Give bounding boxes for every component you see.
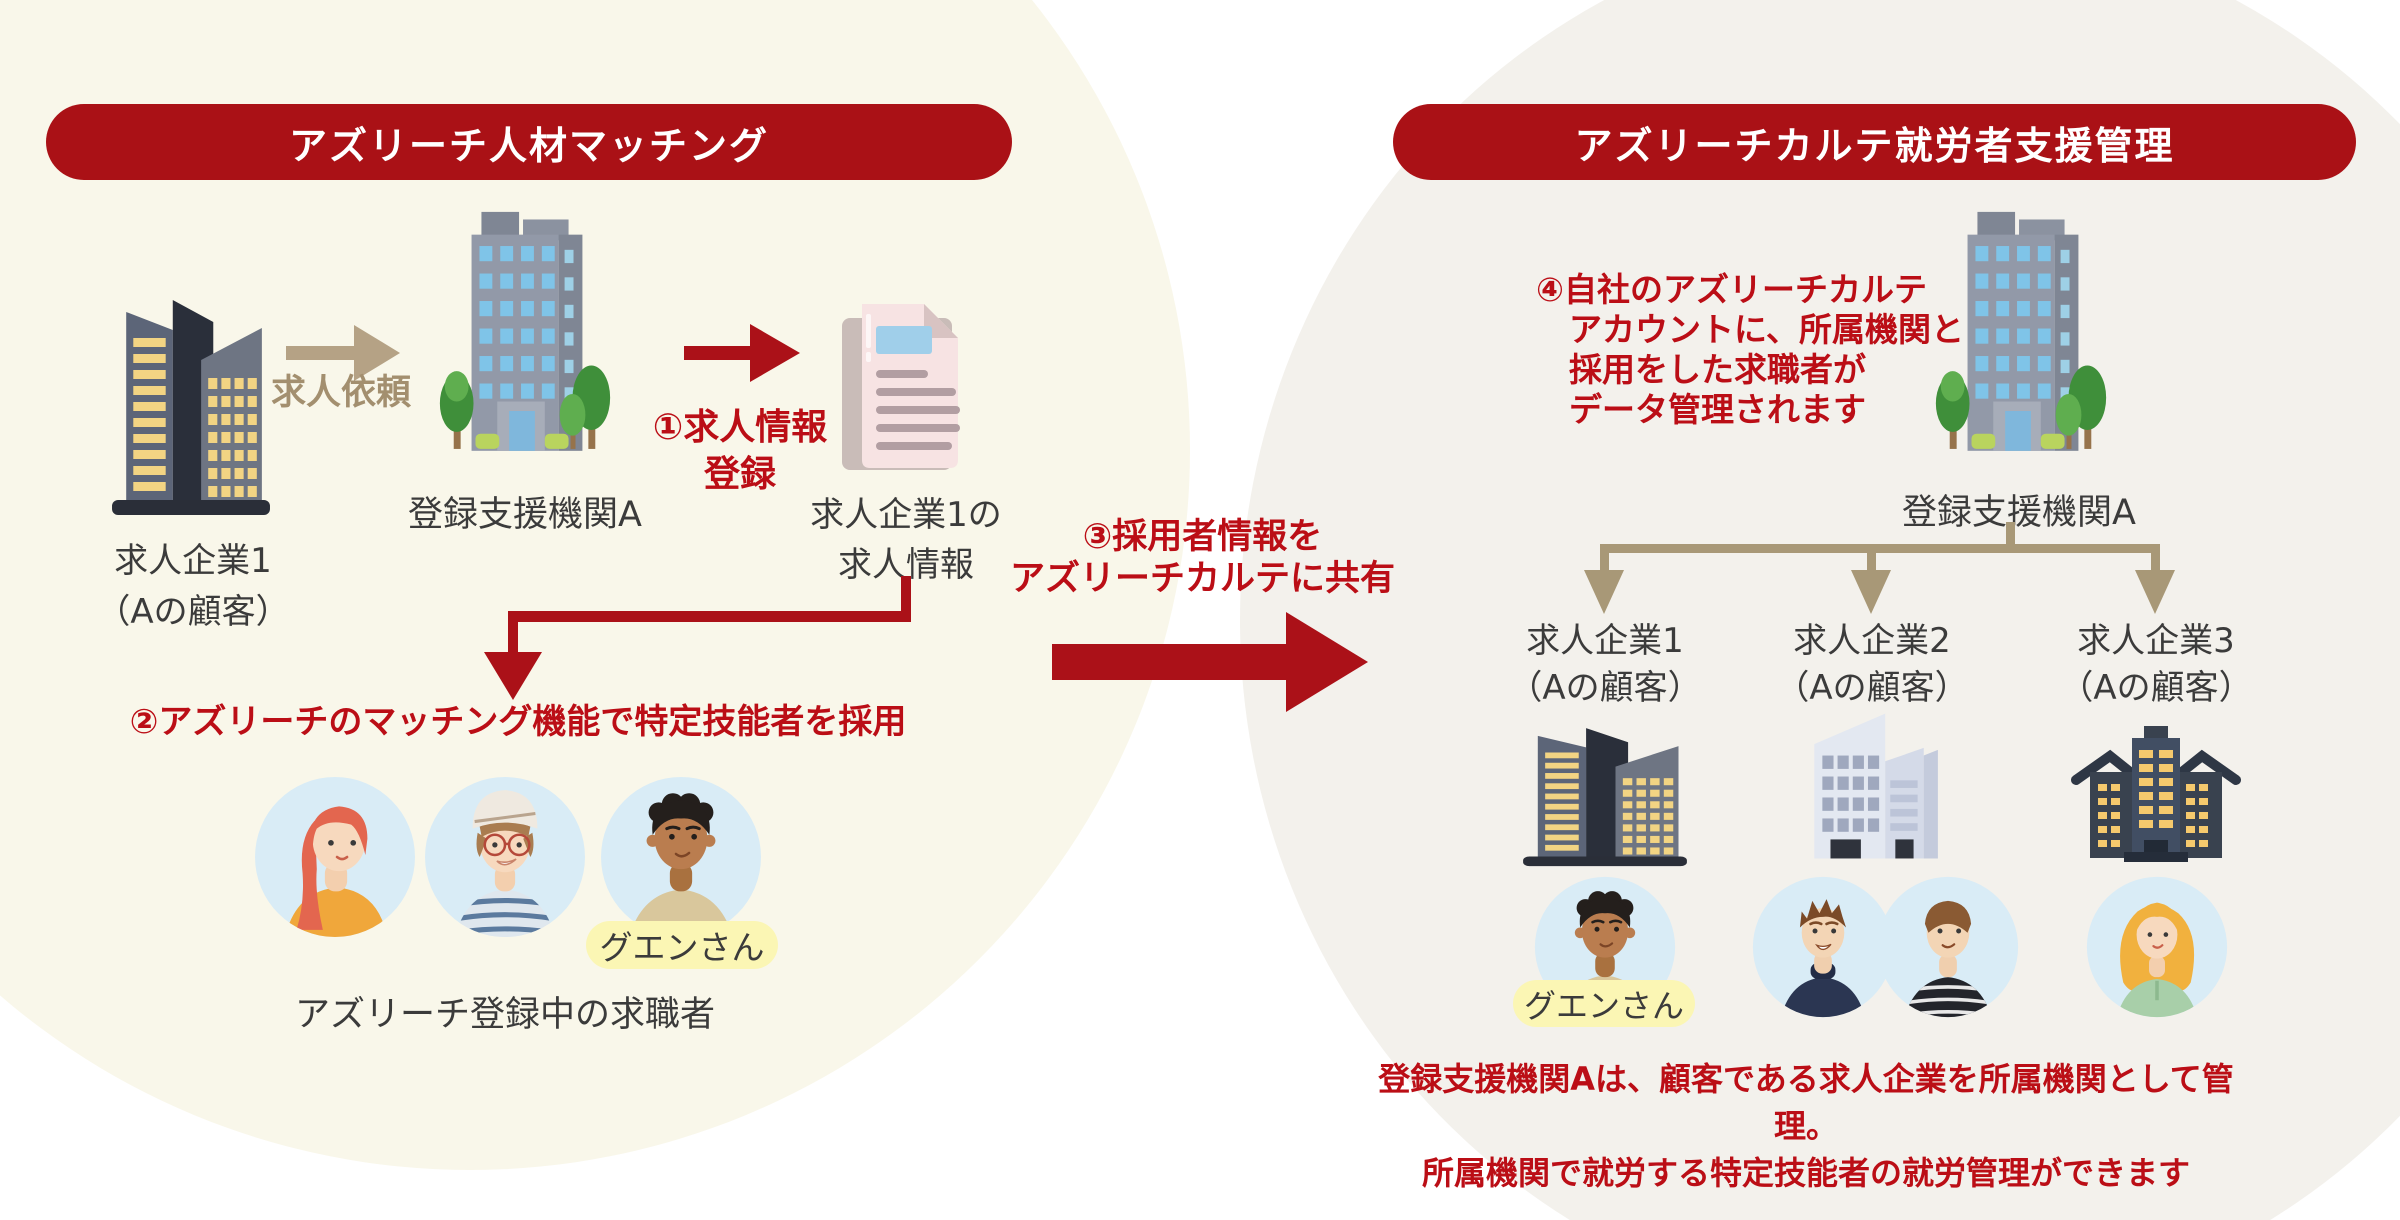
- avatar-man-spiky-icon: [1752, 876, 1894, 1018]
- step3-line1: ③採用者情報を: [1082, 517, 1323, 557]
- agency-label-right: 登録支援機関A: [1902, 493, 2136, 533]
- document-label-line1: 求人企業1の: [810, 495, 1002, 535]
- step2-connector-vertical-right: [901, 576, 911, 618]
- share-arrow-shaft: [1052, 644, 1286, 680]
- left-banner-title: アズリーチ人材マッチング: [288, 123, 769, 168]
- nguyen-badge-left: グエンさん: [586, 921, 778, 969]
- share-arrow-head: [1286, 612, 1368, 712]
- company1-building-icon-right: [1521, 714, 1689, 868]
- agency-building-icon-left: [426, 210, 624, 466]
- step4-label: ④自社のアズリーチカルテ アカウントに、所属機関と 採用をした求職者が データ管…: [1536, 270, 1966, 430]
- request-arrow-shaft: [286, 346, 354, 360]
- agency-label-left: 登録支援機関A: [408, 495, 642, 535]
- document-icon: [842, 304, 960, 470]
- step2-down-arrow-head: [484, 652, 542, 700]
- step4-line1: ④自社のアズリーチカルテ: [1536, 270, 1927, 309]
- org-tree-drop-2: [1867, 551, 1876, 572]
- footer-line2: 所属機関で就労する特定技能者の就労管理ができます: [1421, 1154, 2190, 1192]
- footer-line1: 登録支援機関Aは、顧客である求人企業を所属機関として管理。: [1378, 1060, 2234, 1145]
- nguyen-badge-right-text: グエンさん: [1523, 986, 1684, 1025]
- company3-name: 求人企業3: [2077, 621, 2235, 661]
- avatar-man-hat-icon: [424, 776, 586, 938]
- request-arrow-label: 求人依頼: [270, 373, 411, 413]
- step1-label: ①求人情報 登録: [628, 404, 852, 498]
- avatar-woman-blonde-icon: [2086, 876, 2228, 1018]
- company3-sub: （Aの顧客）: [2059, 668, 2253, 708]
- step2-connector-vertical-left: [508, 611, 518, 655]
- step1-line1: ①求人情報: [652, 407, 828, 448]
- step2-connector-horizontal: [508, 611, 911, 622]
- company3-label: 求人企業3 （Aの顧客）: [2036, 618, 2276, 712]
- org-tree-horizontal-bar: [1600, 544, 2160, 553]
- company2-building-icon: [1794, 706, 1946, 868]
- agency-building-icon-right: [1922, 210, 2120, 466]
- company1-label: 求人企業1 （Aの顧客）: [58, 536, 328, 638]
- company2-sub: （Aの顧客）: [1775, 668, 1969, 708]
- footer-note: 登録支援機関Aは、顧客である求人企業を所属機関として管理。 所属機関で就労する特…: [1356, 1056, 2256, 1197]
- request-arrow-head: [354, 325, 400, 381]
- org-tree-arrow-head-3: [2135, 570, 2175, 614]
- step1-arrow-head: [750, 324, 800, 382]
- company1-sub: （Aの顧客）: [96, 592, 290, 632]
- avatar-man-tee-icon: [1877, 876, 2019, 1018]
- org-tree-stem: [2006, 522, 2015, 546]
- step3-line2: アズリーチカルテに共有: [1009, 559, 1395, 599]
- avatar-woman-redhair-icon: [254, 776, 416, 938]
- right-banner: アズリーチカルテ就労者支援管理: [1393, 104, 2356, 180]
- company2-label: 求人企業2 （Aの顧客）: [1752, 618, 1992, 712]
- left-banner: アズリーチ人材マッチング: [46, 104, 1012, 180]
- right-section-background: [1240, 0, 2400, 1220]
- company1-label-right: 求人企業1 （Aの顧客）: [1485, 618, 1725, 712]
- org-tree-arrow-head-2: [1851, 570, 1891, 614]
- step1-line2: 登録: [703, 454, 776, 495]
- avatar-nguyen-icon: [600, 776, 762, 938]
- step2-label: ②アズリーチのマッチング機能で特定技能者を採用: [129, 702, 907, 742]
- company1-right-sub: （Aの顧客）: [1508, 668, 1702, 708]
- org-tree-drop-3: [2151, 551, 2160, 572]
- company2-name: 求人企業2: [1793, 621, 1951, 661]
- org-tree-drop-1: [1600, 551, 1609, 572]
- company3-building-icon: [2068, 720, 2244, 868]
- org-tree-arrow-head-1: [1584, 570, 1624, 614]
- seekers-caption: アズリーチ登録中の求職者: [294, 995, 715, 1035]
- nguyen-badge-right: グエンさん: [1513, 980, 1695, 1027]
- company1-right-name: 求人企業1: [1526, 621, 1684, 661]
- nguyen-badge-left-text: グエンさん: [599, 928, 765, 967]
- step4-line3: 採用をした求職者が: [1569, 350, 1866, 389]
- step3-label: ③採用者情報を アズリーチカルテに共有: [950, 516, 1455, 600]
- company1-name: 求人企業1: [114, 541, 272, 581]
- step4-line2: アカウントに、所属機関と: [1569, 310, 1965, 349]
- step4-line4: データ管理されます: [1569, 390, 1866, 429]
- step1-arrow-shaft: [684, 346, 750, 360]
- right-banner-title: アズリーチカルテ就労者支援管理: [1574, 123, 2175, 168]
